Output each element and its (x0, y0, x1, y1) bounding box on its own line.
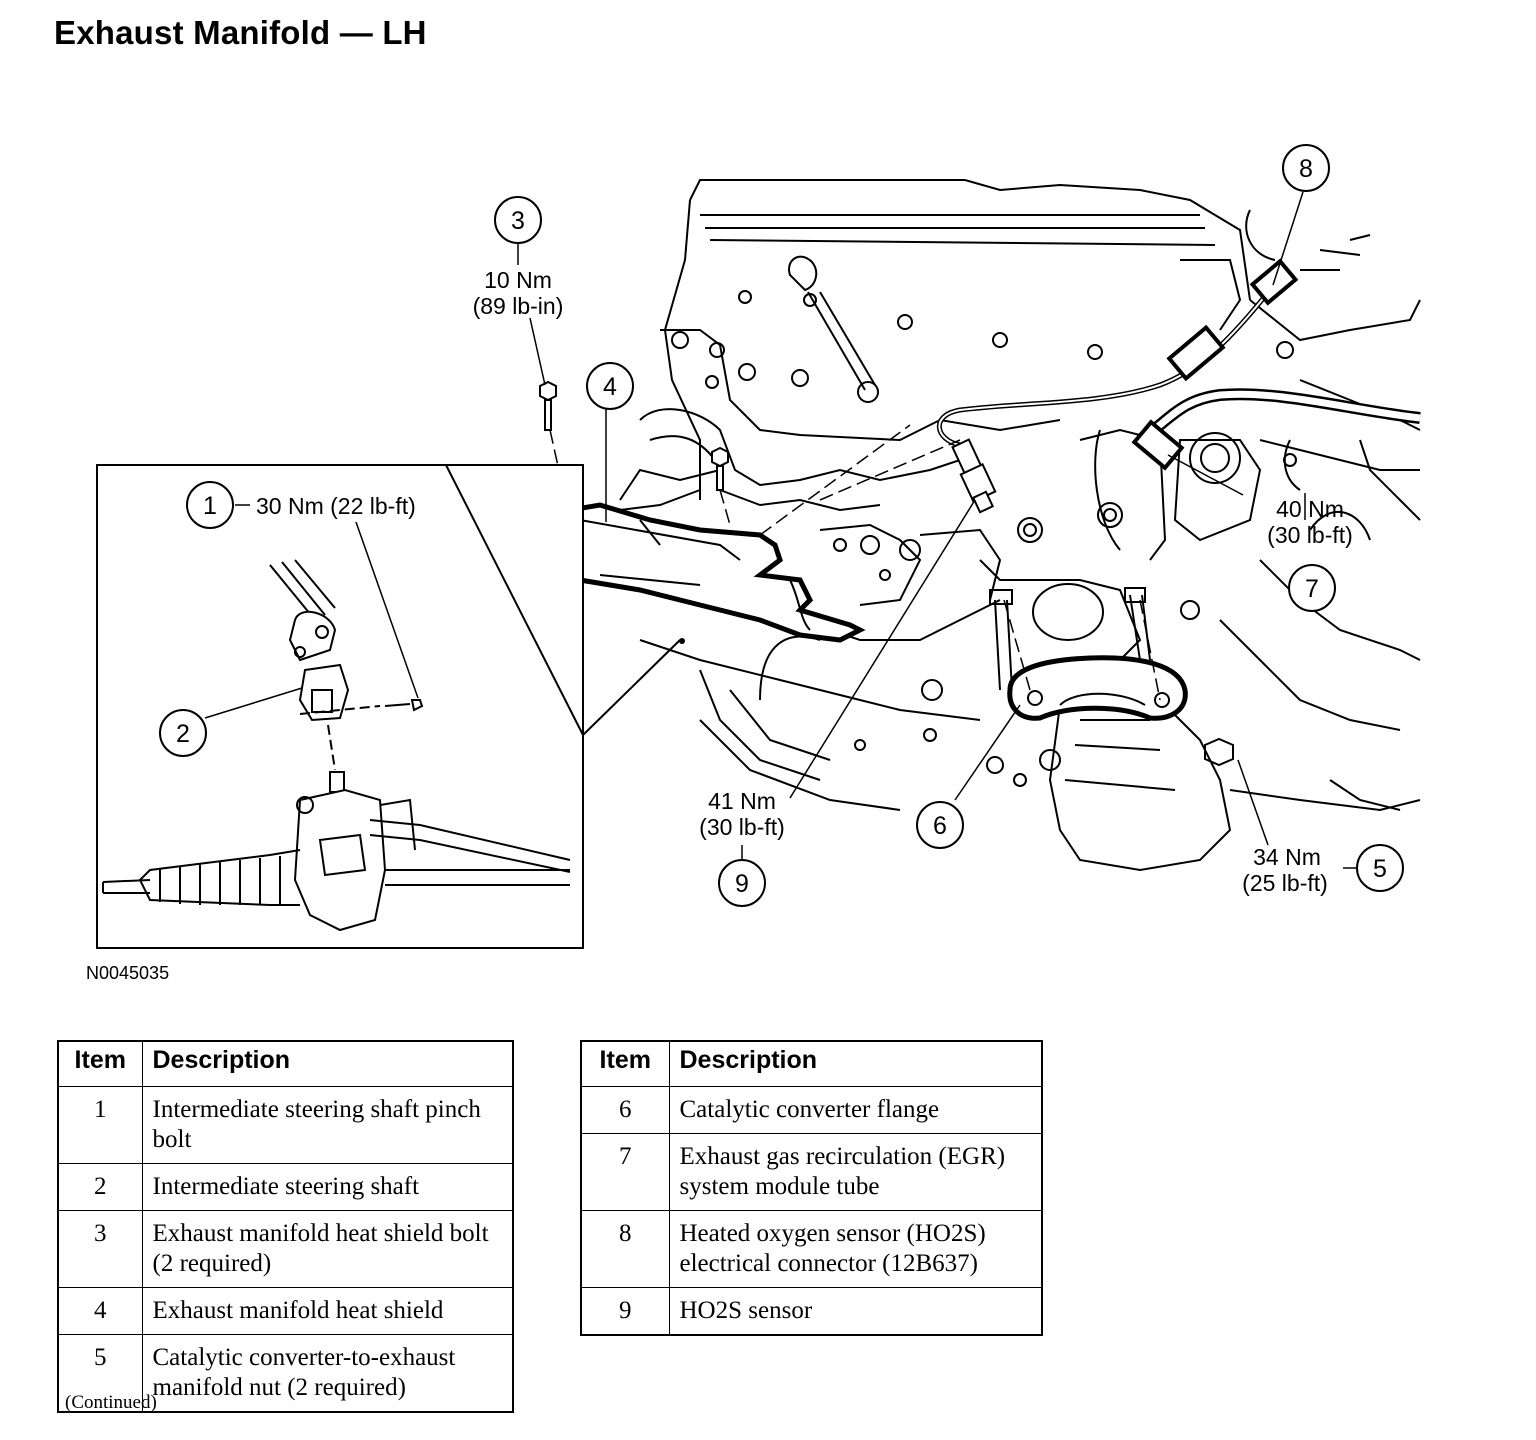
legend-item-number: 9 (580, 1287, 670, 1336)
legend-header-row: Item Description (580, 1040, 1043, 1087)
svg-text:10 Nm: 10 Nm (484, 267, 552, 293)
legend-item-description: Exhaust gas recirculation (EGR) system m… (668, 1133, 1043, 1211)
callout-6: 6 (916, 801, 964, 849)
legend-item-description: Exhaust manifold heat shield bolt (2 req… (141, 1210, 514, 1288)
legend-item-description: Catalytic converter flange (668, 1086, 1043, 1134)
legend-item-number: 6 (580, 1086, 670, 1134)
legend-item-description: Catalytic converter-to-exhaust manifold … (141, 1334, 514, 1413)
legend-item-description: Intermediate steering shaft (141, 1163, 514, 1211)
legend-item-number: 1 (57, 1086, 143, 1164)
svg-text:4: 4 (603, 373, 617, 401)
callout-4: 4 (586, 362, 634, 410)
legend-item-description: Intermediate steering shaft pinch bolt (141, 1086, 514, 1164)
svg-text:(89 lb-in): (89 lb-in) (473, 293, 564, 319)
svg-text:34 Nm: 34 Nm (1253, 844, 1321, 870)
svg-text:41 Nm: 41 Nm (708, 788, 776, 814)
continued-note: (Continued) (65, 1392, 157, 1413)
description-column-header: Description (141, 1040, 514, 1087)
svg-text:9: 9 (735, 870, 749, 898)
legend-item-number: 4 (57, 1287, 143, 1335)
legend-item-number: 8 (580, 1210, 670, 1288)
egr-tube (1136, 388, 1421, 445)
svg-text:30 Nm (22 lb-ft): 30 Nm (22 lb-ft) (256, 493, 416, 519)
callout-9: 9 41 Nm (30 lb-ft) (699, 788, 785, 907)
item-column-header: Item (580, 1040, 670, 1087)
heat-shield-bolt (539, 380, 729, 491)
svg-text:6: 6 (933, 812, 947, 840)
svg-text:40 Nm: 40 Nm (1276, 496, 1344, 522)
heat-shield-outline (552, 502, 866, 643)
callout-7: 7 40 Nm (30 lb-ft) (1267, 496, 1353, 612)
figure-id: N0045035 (86, 963, 169, 983)
catalytic-converter-flange (1007, 655, 1188, 721)
exhaust-manifold-illustration: 1 30 Nm (22 lb-ft) 2 3 10 Nm (89 lb-in) … (86, 144, 1421, 983)
leader-lines (204, 191, 1358, 869)
description-column-header: Description (668, 1040, 1043, 1087)
svg-text:2: 2 (176, 720, 190, 748)
svg-text:3: 3 (511, 207, 525, 235)
svg-text:(30 lb-ft): (30 lb-ft) (699, 814, 785, 840)
svg-text:5: 5 (1373, 855, 1387, 883)
callout-5: 5 34 Nm (25 lb-ft) (1242, 844, 1404, 896)
svg-text:7: 7 (1305, 575, 1319, 603)
callout-1: 1 30 Nm (22 lb-ft) (186, 481, 416, 529)
legend-item-number: 2 (57, 1163, 143, 1211)
svg-text:1: 1 (203, 492, 217, 520)
ho2s-sensor (951, 438, 997, 514)
legend-item-number: 7 (580, 1133, 670, 1211)
callout-8: 8 (1282, 144, 1330, 192)
item-column-header: Item (57, 1040, 143, 1087)
ho2s-harness (936, 288, 1272, 448)
svg-text:8: 8 (1299, 155, 1313, 183)
ho2s-connector (1166, 258, 1299, 382)
legend-header-row: Item Description (57, 1040, 514, 1087)
legend-item-description: Exhaust manifold heat shield (141, 1287, 514, 1335)
steering-shaft-inset (96, 464, 685, 949)
callout-2: 2 (159, 709, 207, 757)
page-title: Exhaust Manifold — LH (54, 14, 427, 51)
legend-item-description: HO2S sensor (668, 1287, 1043, 1336)
svg-text:(30 lb-ft): (30 lb-ft) (1267, 522, 1353, 548)
legend-item-number: 3 (57, 1210, 143, 1288)
legend-item-description: Heated oxygen sensor (HO2S) electrical c… (668, 1210, 1043, 1288)
callout-3: 3 10 Nm (89 lb-in) (473, 196, 564, 319)
svg-text:(25 lb-ft): (25 lb-ft) (1242, 870, 1328, 896)
